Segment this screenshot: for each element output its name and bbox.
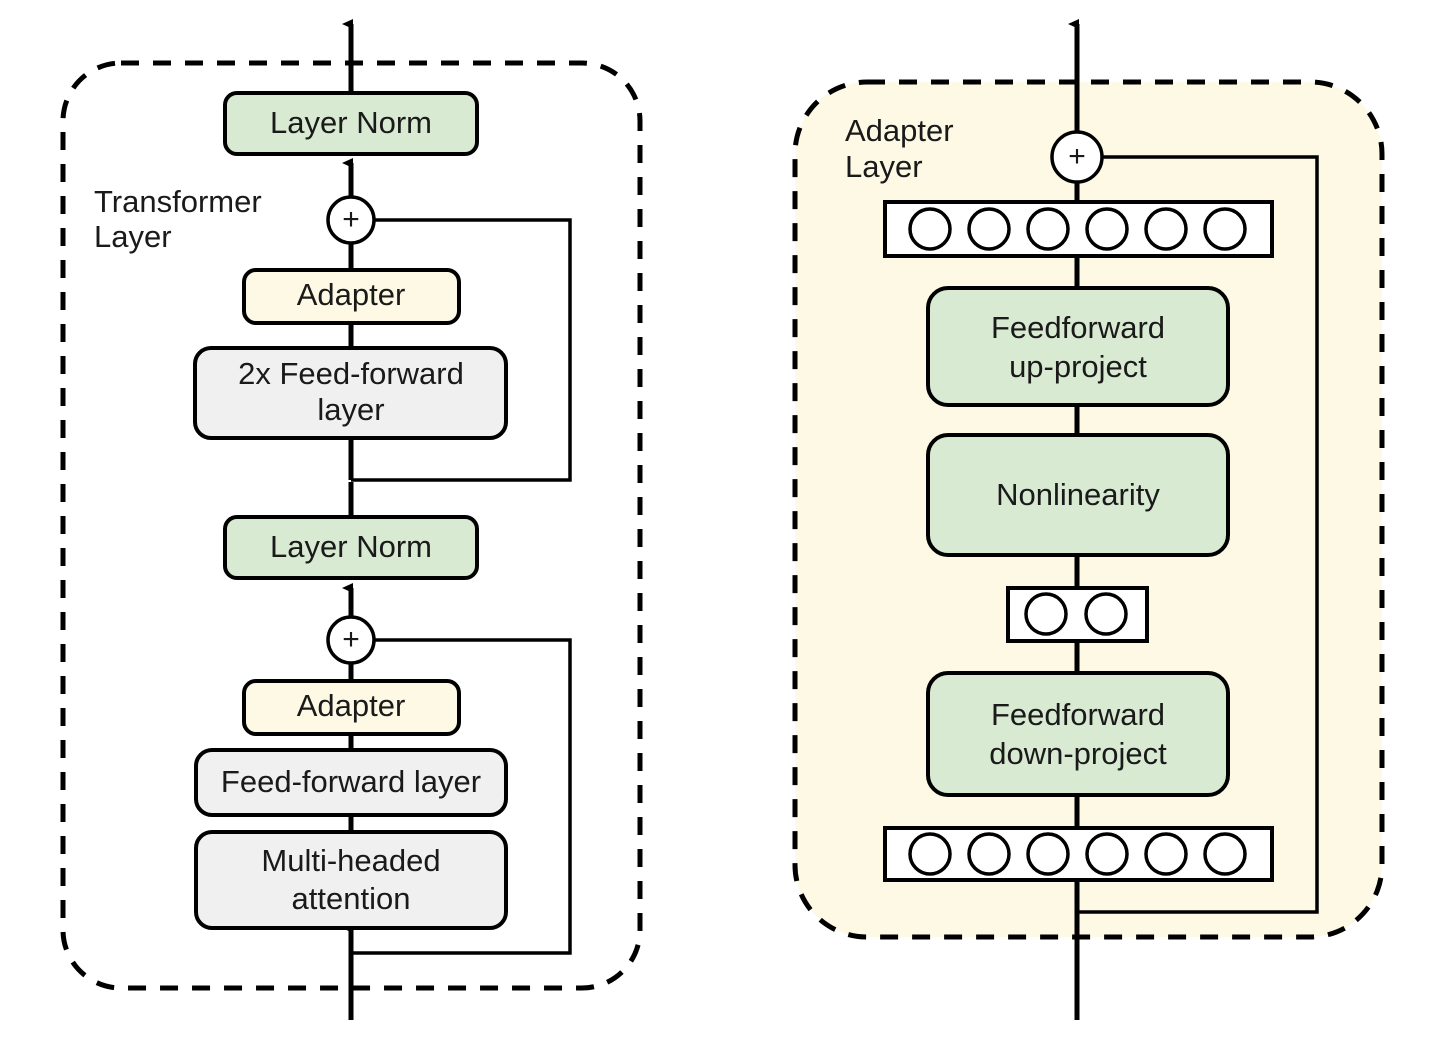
add-top-label: +	[342, 203, 360, 236]
add-adapter-label: +	[1068, 140, 1086, 173]
layer-norm-bottom-box	[223, 515, 479, 580]
feedforward-up-project-label-line1: Feedforward	[991, 310, 1165, 345]
neuron	[908, 207, 952, 251]
neuron	[1024, 592, 1068, 636]
feed-forward-layer-box	[194, 748, 508, 817]
feedforward-down-project-label-line1: Feedforward	[991, 697, 1165, 732]
adapter-bottom-box	[242, 679, 461, 736]
add-bottom-circle	[326, 615, 376, 665]
neuron	[1085, 832, 1129, 876]
add-bottom-label: +	[342, 623, 360, 656]
node-feedforward-down-project[interactable]: Feedforward down-project	[926, 671, 1230, 797]
neuron	[1144, 832, 1188, 876]
layer-norm-top-box	[223, 91, 479, 156]
node-add-adapter[interactable]: +	[1050, 130, 1104, 184]
node-neuron-row-top[interactable]	[883, 200, 1274, 258]
layer-norm-top-label: Layer Norm	[270, 105, 432, 140]
neuron	[1085, 207, 1129, 251]
adapter-residual-connection	[1077, 155, 1319, 914]
feedforward-down-project-box	[926, 671, 1230, 797]
node-feedforward-up-project[interactable]: Feedforward up-project	[926, 286, 1230, 407]
lower-residual-connection	[351, 638, 572, 955]
neuron	[908, 832, 952, 876]
node-feed-forward-2x[interactable]: 2x Feed-forward layer	[193, 346, 508, 440]
nonlinearity-box	[926, 433, 1230, 557]
feed-forward-2x-box	[193, 346, 508, 440]
feed-forward-2x-label-line2: layer	[317, 392, 384, 427]
node-neuron-row-bottom[interactable]	[883, 826, 1274, 882]
feedforward-up-project-label-line2: up-project	[1009, 349, 1147, 384]
adapter-top-label: Adapter	[297, 277, 406, 312]
transformer-layer-label-line1: Transformer	[94, 184, 262, 219]
neuron	[1026, 207, 1070, 251]
nonlinearity-label: Nonlinearity	[996, 477, 1160, 512]
neuron	[1144, 207, 1188, 251]
multi-headed-attention-box	[194, 830, 508, 930]
neuron	[967, 207, 1011, 251]
add-top-circle	[326, 195, 376, 245]
node-adapter-top[interactable]: Adapter	[242, 268, 461, 325]
multi-headed-attention-label-line1: Multi-headed	[261, 843, 440, 878]
adapter-layer-panel: Adapter Layer + Feedforwar	[792, 19, 1385, 1020]
multi-headed-attention-label-line2: attention	[292, 881, 411, 916]
neuron	[1084, 592, 1128, 636]
adapter-bottom-label: Adapter	[297, 688, 406, 723]
layer-norm-bottom-label: Layer Norm	[270, 529, 432, 564]
node-neuron-row-bottleneck[interactable]	[1006, 586, 1149, 643]
transformer-layer-label-line2: Layer	[94, 219, 172, 254]
node-add-top[interactable]: +	[326, 195, 376, 245]
node-layer-norm-bottom[interactable]: Layer Norm	[223, 515, 479, 580]
neuron	[1026, 832, 1070, 876]
node-nonlinearity[interactable]: Nonlinearity	[926, 433, 1230, 557]
node-add-bottom[interactable]: +	[326, 615, 376, 665]
feed-forward-layer-label: Feed-forward layer	[221, 764, 481, 799]
adapter-layer-label-line1: Adapter	[845, 113, 954, 148]
node-adapter-bottom[interactable]: Adapter	[242, 679, 461, 736]
feedforward-up-project-box	[926, 286, 1230, 407]
transformer-layer-panel: Transformer Layer Layer Norm + Adapt	[60, 19, 643, 1020]
node-layer-norm-top[interactable]: Layer Norm	[223, 91, 479, 156]
node-feed-forward-layer[interactable]: Feed-forward layer	[194, 748, 508, 817]
feedforward-down-project-label-line2: down-project	[989, 736, 1167, 771]
node-multi-headed-attention[interactable]: Multi-headed attention	[194, 830, 508, 930]
adapter-top-box	[242, 268, 461, 325]
feed-forward-2x-label-line1: 2x Feed-forward	[238, 356, 464, 391]
upper-residual-connection	[351, 218, 572, 482]
neuron	[1203, 207, 1247, 251]
add-adapter-circle	[1050, 130, 1104, 184]
neuron	[967, 832, 1011, 876]
neuron	[1203, 832, 1247, 876]
adapter-layer-label-line2: Layer	[845, 149, 923, 184]
